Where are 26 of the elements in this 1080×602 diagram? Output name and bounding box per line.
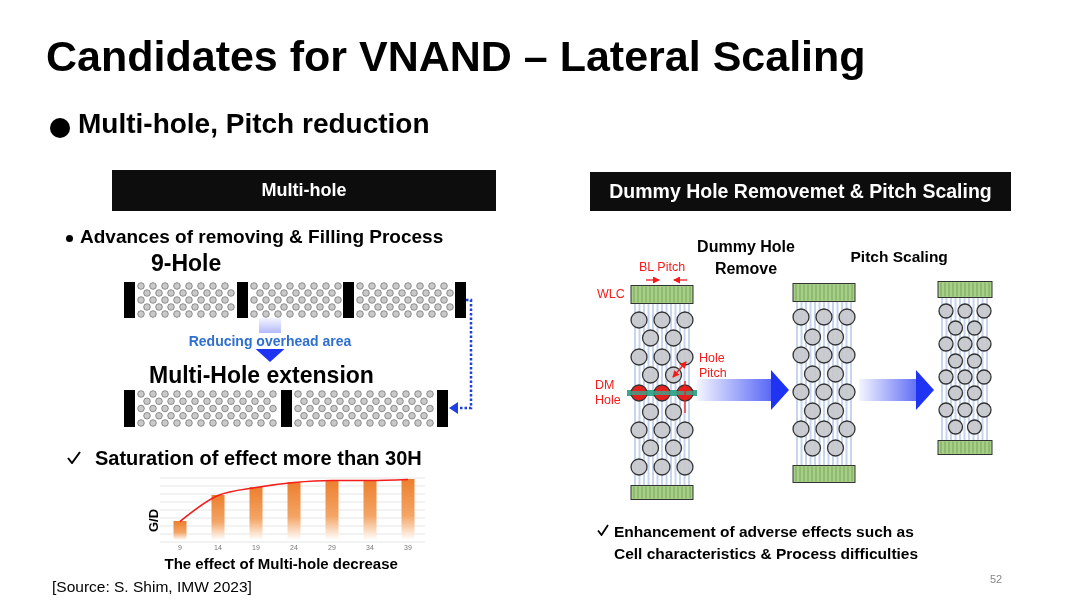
memory-pillar-drawing <box>934 281 996 456</box>
memory-pillar-drawing <box>789 283 859 484</box>
section-subtitle: Multi-hole, Pitch reduction <box>78 108 430 141</box>
section-header: Multi-hole <box>112 170 496 211</box>
axis-title: The effect of Multi-hole decrease <box>164 555 398 573</box>
step-title: Dummy Hole Remove <box>696 237 796 279</box>
bullet-text: Advances of removing & Filling Process <box>80 226 444 248</box>
slide-title: Candidates for VNAND – Lateral Scaling <box>46 32 866 82</box>
callout-label: Hole Pitch <box>699 351 728 381</box>
source-citation: [Source: S. Shim, IMW 2023] <box>52 578 252 596</box>
step-title: Pitch Scaling <box>850 248 948 266</box>
callout-label: BL Pitch <box>639 260 686 275</box>
note-text: Enhancement of adverse effects such as Cell characteristics & Process difficulties <box>614 522 920 564</box>
callout-label: WLC <box>597 287 625 302</box>
arrow <box>697 370 789 410</box>
memory-pillar-drawing <box>627 285 697 501</box>
note-text: Saturation of effect more than 30H <box>95 447 422 470</box>
arrow <box>859 370 934 410</box>
axis-title: G/D <box>146 508 162 532</box>
callout-label: DM Hole <box>595 378 622 408</box>
array-title: 9-Hole <box>151 250 222 277</box>
edge-label: Reducing overhead area <box>186 332 354 350</box>
arrow <box>449 298 473 414</box>
page-number: 52 <box>990 573 1003 586</box>
section-header: Dummy Hole Removemet & Pitch Scaling <box>590 172 1011 211</box>
array-title: Multi-Hole extension <box>149 362 374 389</box>
